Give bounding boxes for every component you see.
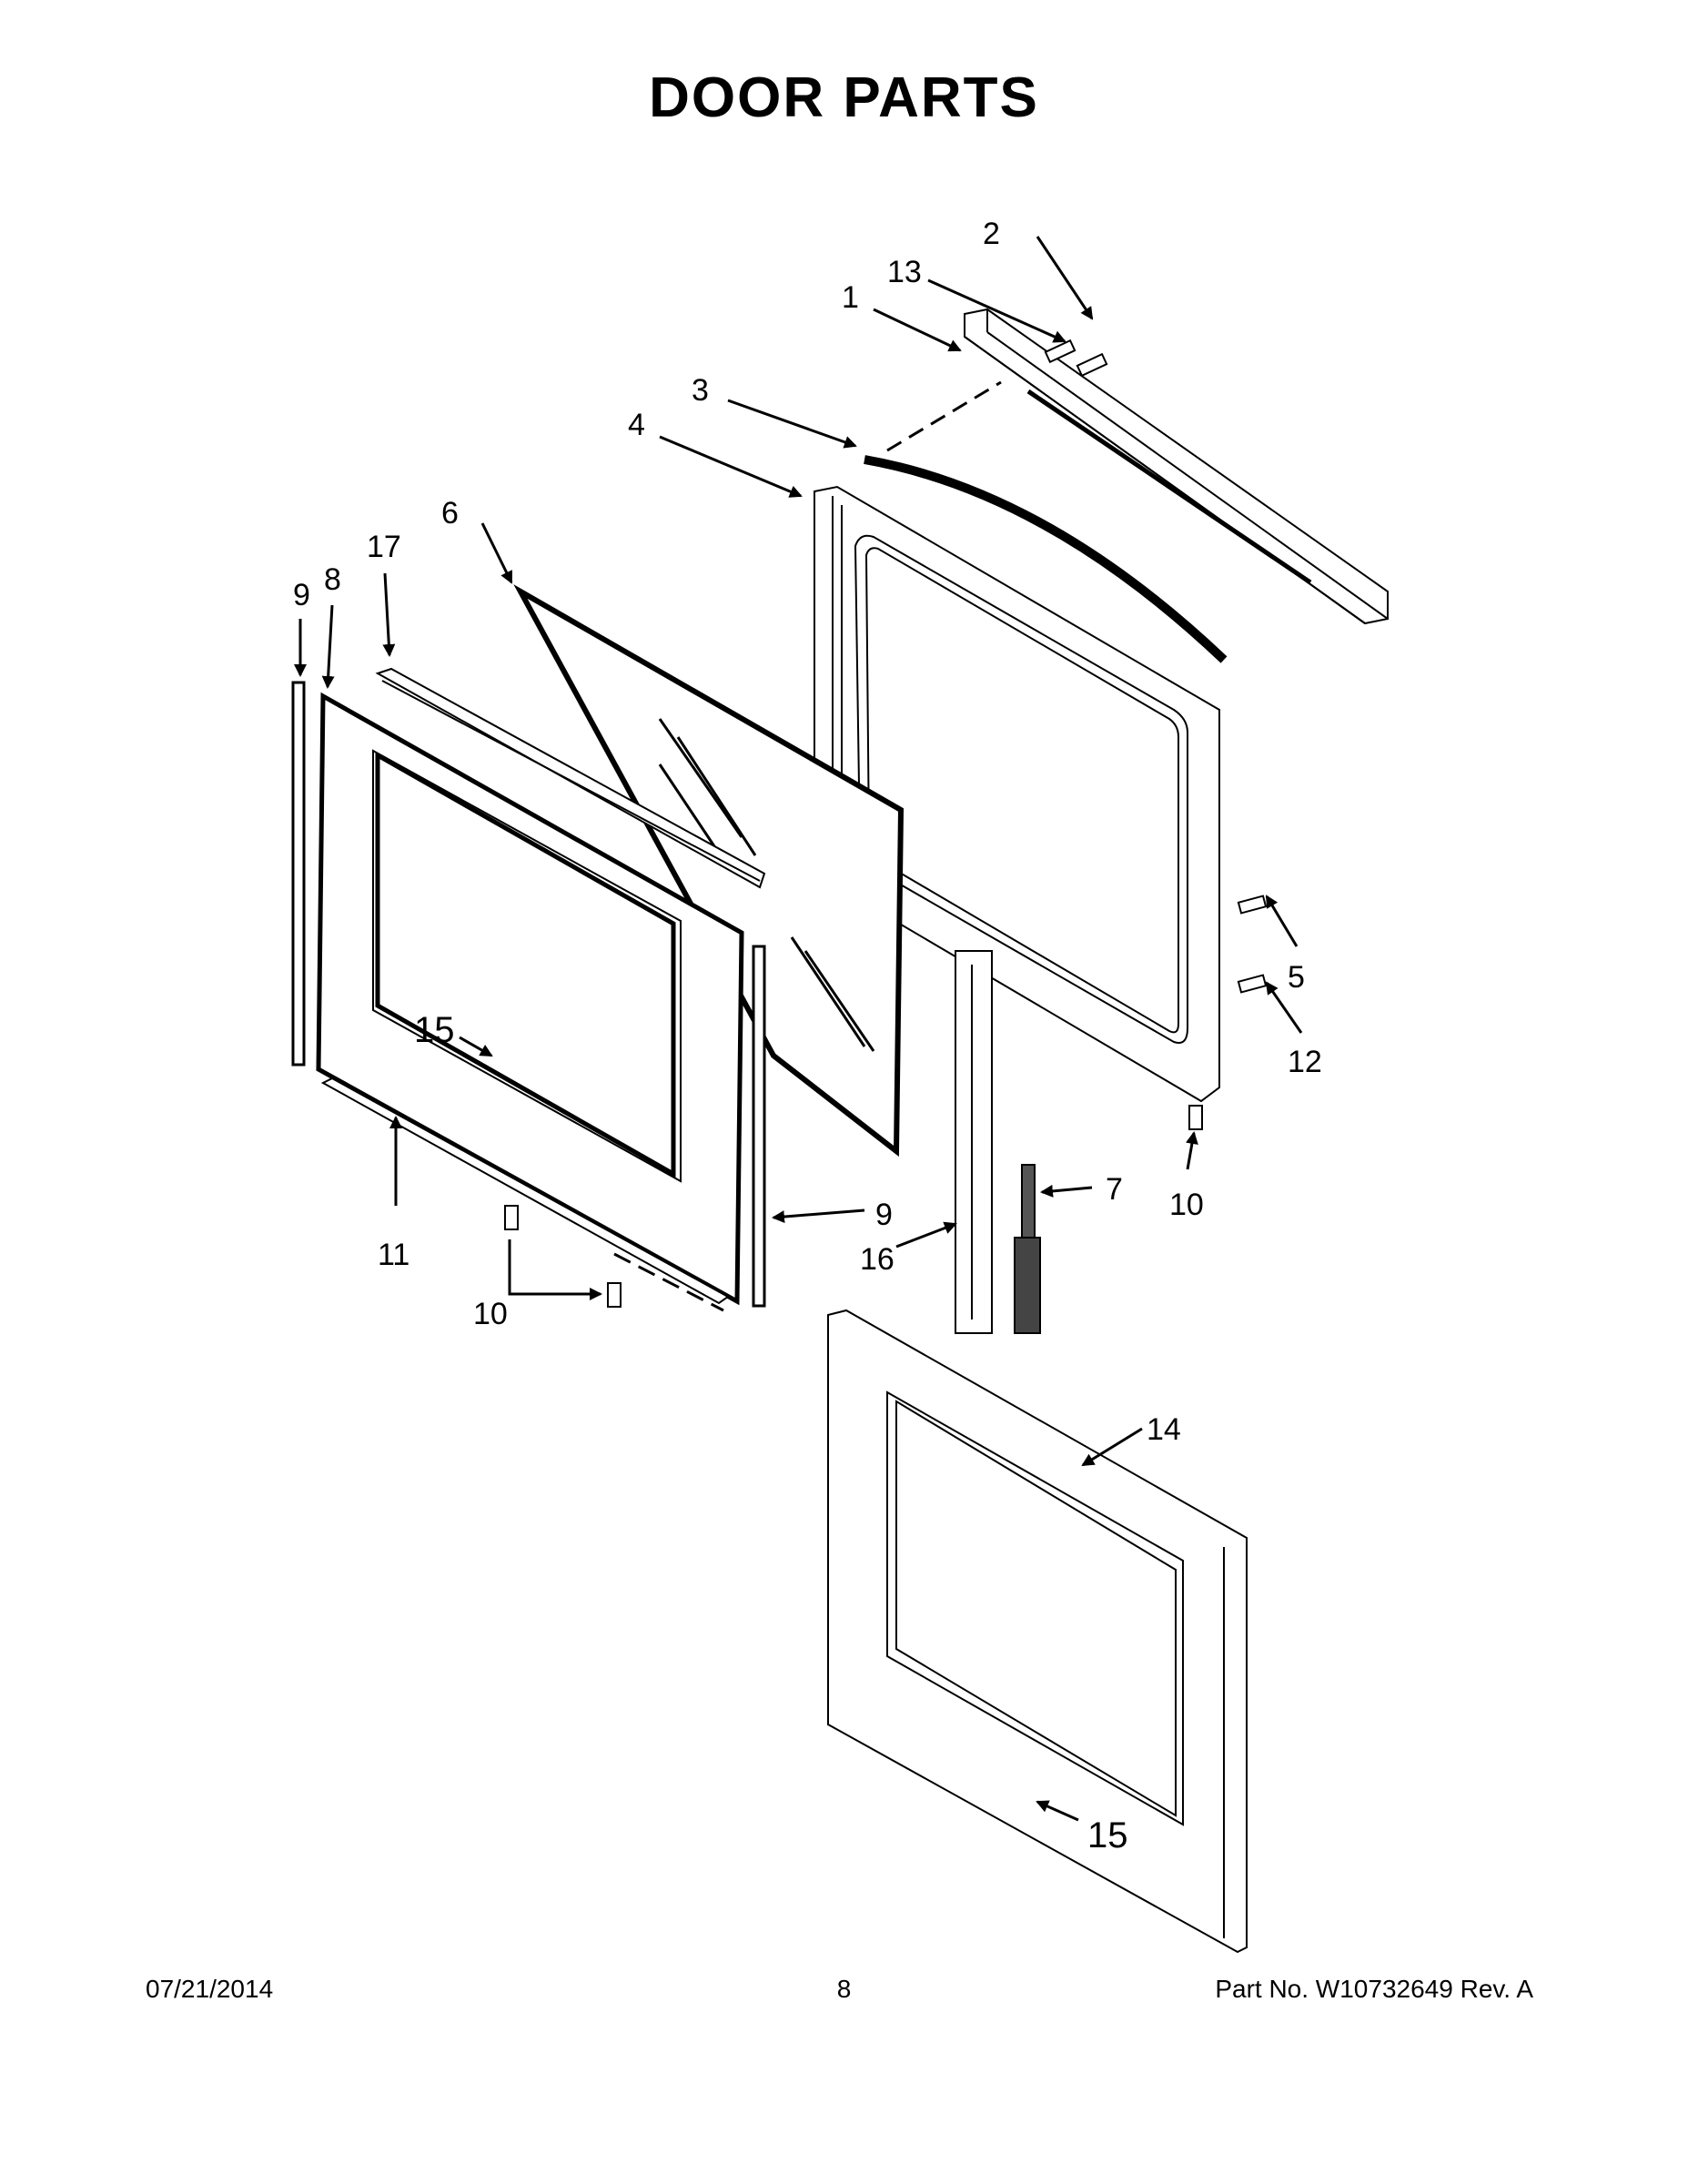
callout-1: 1	[842, 280, 859, 315]
callout-7: 7	[1106, 1172, 1123, 1207]
part-outer-door-panel	[316, 692, 744, 1306]
part-hinge	[1014, 1164, 1041, 1334]
callout-15-bottom: 15	[1087, 1815, 1128, 1855]
callout-4: 4	[628, 408, 645, 442]
callout-5: 5	[1288, 960, 1305, 995]
part-side-trim-right	[752, 945, 766, 1308]
part-screws-top	[1044, 339, 1108, 378]
part-glass-retainer	[375, 667, 766, 889]
page-title: DOOR PARTS	[649, 66, 1039, 129]
part-top-vent-bar	[964, 308, 1389, 625]
callout-9-right: 9	[875, 1198, 893, 1232]
leader-lines	[294, 236, 1303, 1822]
callout-8: 8	[324, 562, 341, 597]
callout-6: 6	[441, 496, 459, 531]
part-screws-bottom	[504, 1105, 1203, 1308]
part-outer-door	[827, 1309, 1248, 1954]
callout-16: 16	[860, 1242, 895, 1277]
callout-12: 12	[1288, 1045, 1322, 1079]
footer-date: 07/21/2014	[146, 1975, 274, 2003]
part-hinge-bracket	[955, 950, 993, 1334]
callout-10-left: 10	[473, 1297, 508, 1331]
callout-14: 14	[1147, 1412, 1181, 1447]
callout-13: 13	[887, 255, 922, 289]
part-bottom-trim	[320, 1077, 730, 1305]
part-screws-side	[1237, 895, 1268, 994]
footer-part-number: Part No. W10732649 Rev. A	[1215, 1975, 1533, 2003]
part-side-trim-left	[291, 681, 306, 1067]
callout-11: 11	[378, 1238, 409, 1272]
callout-3: 3	[692, 373, 709, 408]
footer-page-number: 8	[836, 1975, 852, 2003]
callout-2: 2	[983, 217, 1000, 251]
callout-10-right: 10	[1169, 1188, 1204, 1222]
callout-17: 17	[367, 530, 401, 564]
callout-15-top: 15	[414, 1010, 455, 1050]
part-curved-trim	[864, 455, 1228, 663]
callout-9-left: 9	[293, 578, 310, 612]
